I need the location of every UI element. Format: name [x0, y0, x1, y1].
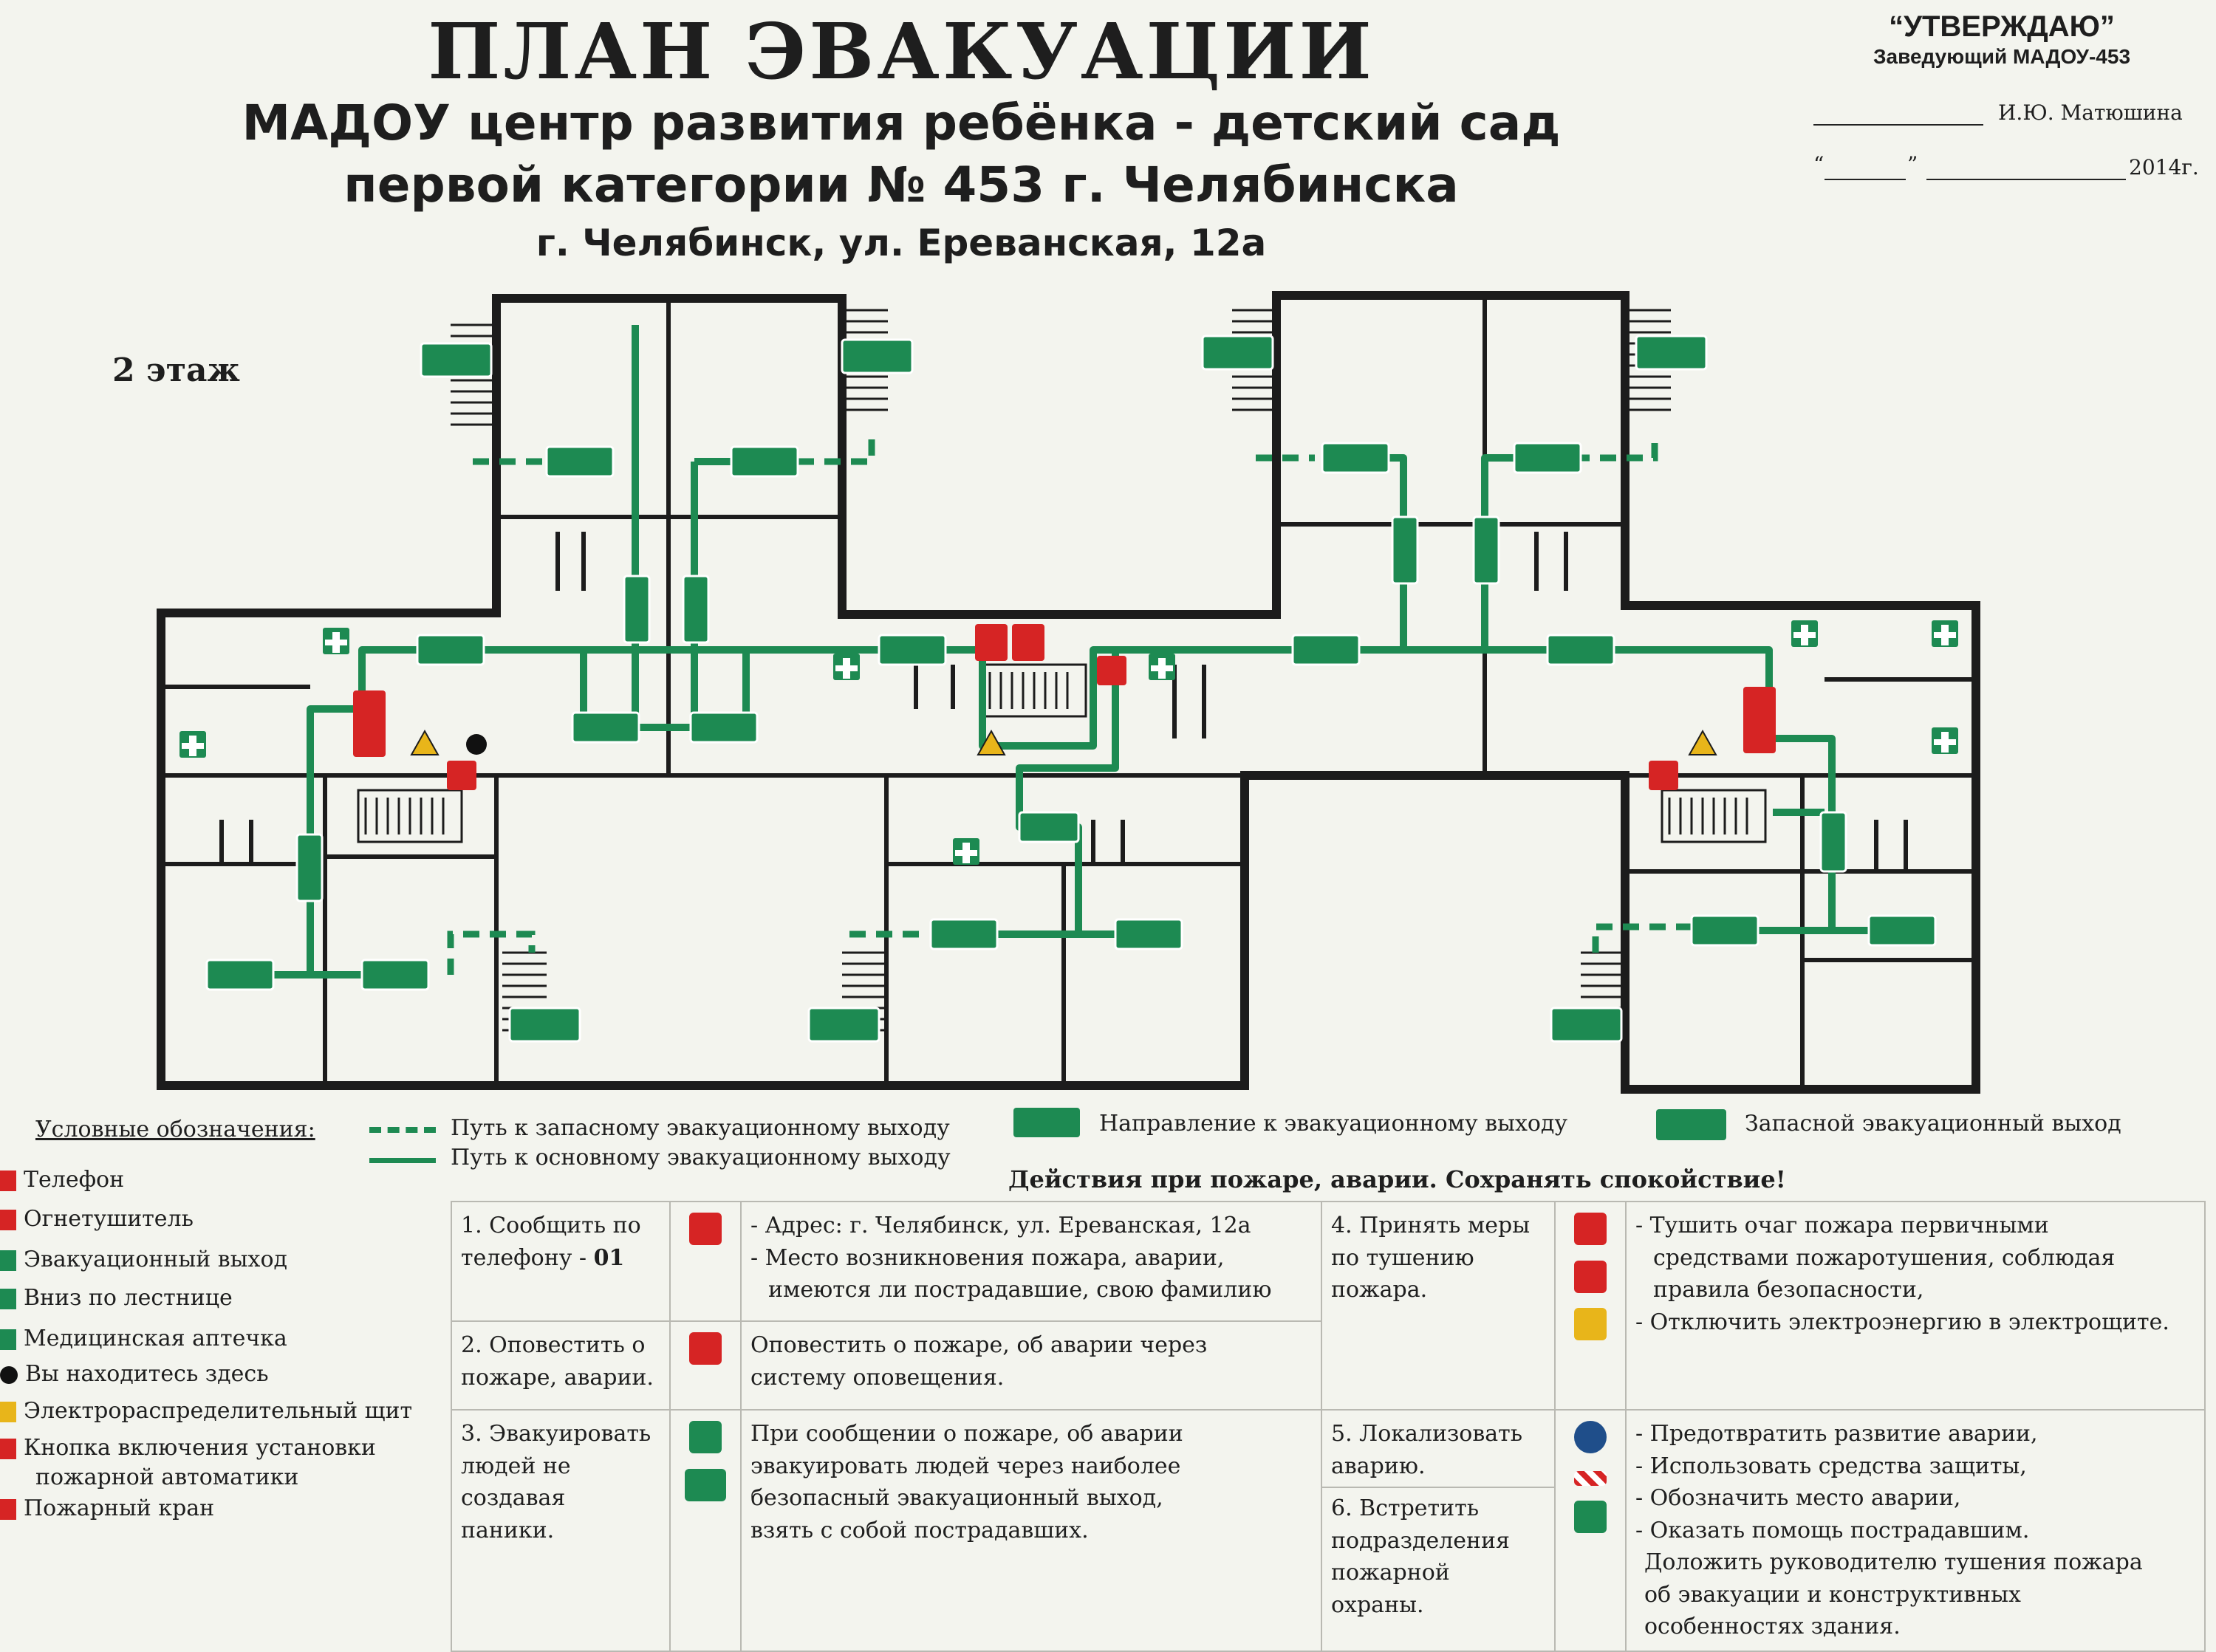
- step-5-6-details: - Предотвратить развитие аварии, - Испол…: [1625, 1409, 2206, 1652]
- fire-equipment: [353, 624, 1776, 790]
- direction-signs: [205, 442, 1937, 991]
- step-1-cell: 1. Сообщить по телефону - 01: [451, 1201, 671, 1322]
- alarm-icon: [689, 1332, 722, 1365]
- legend-item-fire-button: Кнопка включения установки: [0, 1435, 376, 1461]
- legend-item-electrical-panel: Электрораспределительный щит: [0, 1398, 412, 1424]
- organization-line-1: МАДОУ центр развития ребёнка - детский с…: [242, 95, 1561, 151]
- legend-reserve-exit: Запасной эвакуационный выход: [1745, 1111, 2121, 1137]
- legend-direction: Направление к эвакуационному выходу: [1099, 1111, 1568, 1137]
- step-4-details: - Тушить очаг пожара первичными средства…: [1625, 1201, 2206, 1411]
- step-3-details: При сообщении о пожаре, об аварии эвакуи…: [740, 1409, 1322, 1652]
- electrical-panels: [410, 729, 1717, 755]
- you-are-here-marker: [466, 734, 487, 755]
- legend-title: Условные обозначения:: [35, 1117, 315, 1142]
- legend-item-fire-hydrant: Пожарный кран: [0, 1495, 214, 1521]
- legend-direction-sign-icon: [1013, 1108, 1080, 1137]
- building-walls: [157, 291, 1980, 1094]
- fire-hydrant-icon: [1574, 1260, 1607, 1293]
- step-5-6-cell: 5. Локализовать аварию. 6. Встретить под…: [1321, 1409, 1556, 1652]
- legend-item-first-aid: Медицинская аптечка: [0, 1326, 287, 1351]
- approval-heading: “УТВЕРЖДАЮ”: [1889, 10, 2115, 43]
- legend-item-extinguisher: Огнетушитель: [0, 1206, 194, 1232]
- legend-item-phone: Телефон: [0, 1167, 124, 1193]
- step-2-cell: 2. Оповестить о пожаре, аварии.: [451, 1320, 671, 1411]
- first-aid-icon: [1574, 1501, 1607, 1533]
- month-line: [1926, 179, 2126, 180]
- evacuation-plan-page: ПЛАН ЭВАКУАЦИИ МАДОУ центр развития ребё…: [0, 6, 2206, 1652]
- step-2-details: Оповестить о пожаре, об аварии через сис…: [740, 1320, 1322, 1411]
- day-quote-close: ”: [1907, 152, 1918, 176]
- step-3-cell: 3. Эвакуировать людей не создавая паники…: [451, 1409, 671, 1652]
- signature-line: [1813, 124, 1983, 126]
- day-line: [1825, 179, 1906, 180]
- day-quote-open: “: [1813, 152, 1825, 176]
- direction-icon: [685, 1468, 726, 1501]
- step-2-icon-cell: [669, 1320, 742, 1411]
- approval-block: “УТВЕРЖДАЮ” Заведующий МАДОУ-453: [1802, 10, 2201, 69]
- legend-item-fire-button-cont: пожарной автоматики: [35, 1464, 299, 1490]
- organization-line-2: первой категории № 453 г. Челябинска: [343, 157, 1459, 213]
- first-aid-crosses: [182, 625, 1956, 863]
- legend-item-stairs-down: Вниз по лестнице: [0, 1285, 233, 1311]
- floor-plan: [157, 291, 1980, 1094]
- address-line: г. Челябинск, ул. Ереванская, 12а: [536, 222, 1267, 264]
- exit-icon: [689, 1421, 722, 1453]
- legend-reserve-route-line: [369, 1127, 436, 1133]
- extinguisher-icon: [1574, 1213, 1607, 1245]
- legend-reserve-route: Путь к запасному эвакуационному выходу: [451, 1115, 950, 1141]
- plan-title: ПЛАН ЭВАКУАЦИИ: [428, 6, 1375, 97]
- phone-icon: [689, 1213, 722, 1245]
- approver-name: И.Ю. Матюшина: [1998, 100, 2183, 125]
- step-4-icon-cell: [1554, 1201, 1627, 1411]
- step-1-icon-cell: [669, 1201, 742, 1322]
- actions-table: 1. Сообщить по телефону - 01 - Адрес: г.…: [451, 1201, 2206, 1652]
- step-1-details: - Адрес: г. Челябинск, ул. Ереванская, 1…: [740, 1201, 1322, 1322]
- step-5-icon-cell: [1554, 1409, 1627, 1652]
- legend-reserve-exit-icon: [1656, 1109, 1726, 1140]
- approval-year: 2014г.: [2129, 155, 2199, 179]
- actions-heading: Действия при пожаре, аварии. Сохранять с…: [1008, 1165, 1786, 1193]
- protection-icon: [1574, 1421, 1607, 1453]
- floor-label: 2 этаж: [112, 352, 240, 389]
- step-3-icon-cell: [669, 1409, 742, 1652]
- reserve-exit-signs: [420, 335, 1708, 1043]
- electric-hazard-icon: [1574, 1308, 1607, 1340]
- legend-item-you-are-here: Вы находитесь здесь: [0, 1361, 269, 1387]
- legend-item-evacuation-exit: Эвакуационный выход: [0, 1247, 287, 1272]
- legend-main-route-line: [369, 1158, 436, 1163]
- legend-main-route: Путь к основному эвакуационному выходу: [451, 1145, 951, 1171]
- hazard-tape-icon: [1574, 1470, 1607, 1486]
- reserve-evacuation-route: [447, 436, 1692, 975]
- approval-position: Заведующий МАДОУ-453: [1873, 45, 2131, 68]
- step-4-cell: 4. Принять меры по тушению пожара.: [1321, 1201, 1556, 1411]
